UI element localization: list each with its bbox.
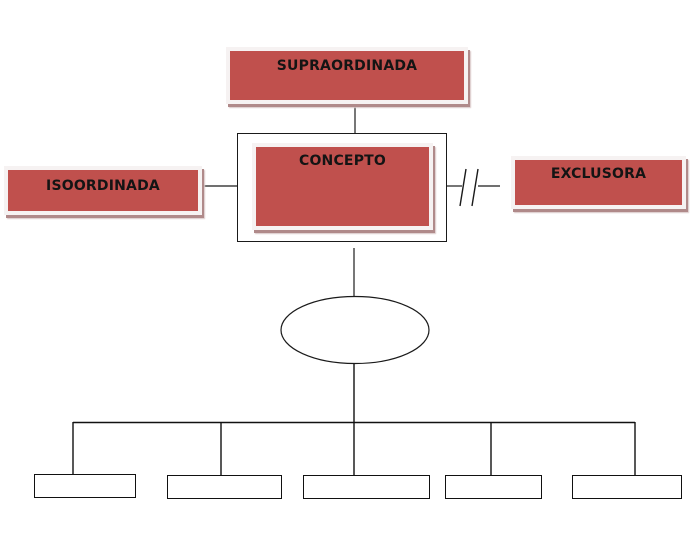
- subordinate-ellipse: [280, 295, 430, 365]
- exclusora-label: EXCLUSORA: [550, 166, 647, 182]
- exclusora-box: EXCLUSORA: [511, 156, 686, 209]
- subordinate-box-1: [34, 474, 136, 498]
- isoordinada-box: ISOORDINADA: [4, 166, 202, 215]
- concept-label: CONCEPTO: [298, 153, 387, 169]
- supraordinada-box: SUPRAORDINADA: [226, 47, 468, 104]
- concept-box: CONCEPTO: [252, 143, 433, 230]
- supraordinada-label: SUPRAORDINADA: [276, 58, 418, 74]
- exclusion-slash-1: [459, 168, 467, 207]
- exclusion-slash-2: [471, 168, 479, 207]
- subordinate-box-4: [445, 475, 542, 499]
- subordinate-box-2: [167, 475, 282, 499]
- subordinate-box-5: [572, 475, 682, 499]
- subordinate-box-3: [303, 475, 430, 499]
- isoordinada-label: ISOORDINADA: [46, 178, 160, 194]
